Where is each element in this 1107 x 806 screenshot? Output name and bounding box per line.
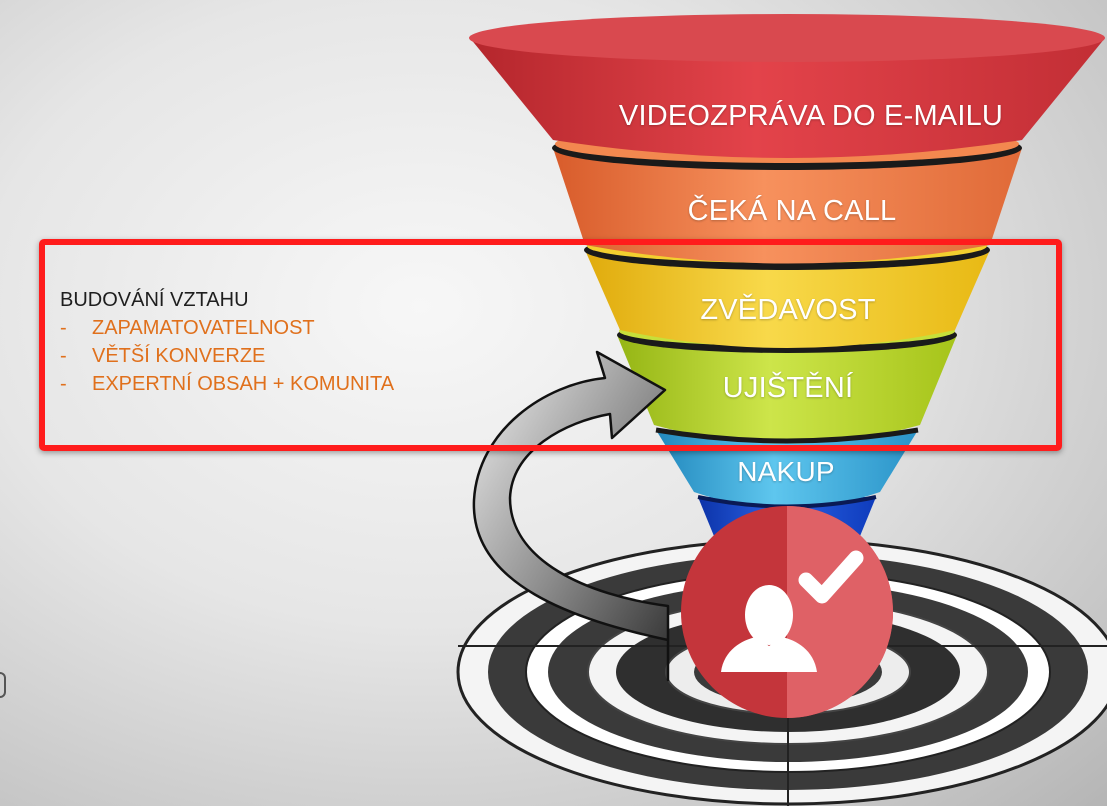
highlight-frame <box>39 239 1062 451</box>
bullet-dash: - <box>60 317 67 339</box>
list-item: - EXPERTNÍ OBSAH + KOMUNITA <box>60 370 394 398</box>
bullet-dash: - <box>60 345 67 367</box>
stage-label-nakup: NAKUP <box>737 456 835 487</box>
list-item: - VĚTŠÍ KONVERZE <box>60 342 394 370</box>
user-check-badge <box>681 506 893 718</box>
edge-bracket-decoration <box>0 672 6 698</box>
bullet-dash: - <box>60 373 67 395</box>
curved-arrow-icon <box>472 350 670 682</box>
list-item-text: ZAPAMATOVATELNOST <box>92 317 315 339</box>
stage-label-zvedavost: ZVĚDAVOST <box>700 294 876 326</box>
callout-text: BUDOVÁNÍ VZTAHU - ZAPAMATOVATELNOST - VĚ… <box>60 286 394 398</box>
user-icon <box>721 585 817 672</box>
stage-label-ceka-na-call: ČEKÁ NA CALL <box>687 195 897 227</box>
callout-title: BUDOVÁNÍ VZTAHU <box>60 289 249 311</box>
list-item: - ZAPAMATOVATELNOST <box>60 314 394 342</box>
stage-label-ujisteni: UJIŠTĚNÍ <box>722 372 854 404</box>
stage-label-videozprava: VIDEOZPRÁVA DO E-MAILU <box>618 100 1004 132</box>
checkmark-icon <box>798 550 864 604</box>
list-item-text: EXPERTNÍ OBSAH + KOMUNITA <box>92 373 395 395</box>
list-item-text: VĚTŠÍ KONVERZE <box>92 345 266 367</box>
